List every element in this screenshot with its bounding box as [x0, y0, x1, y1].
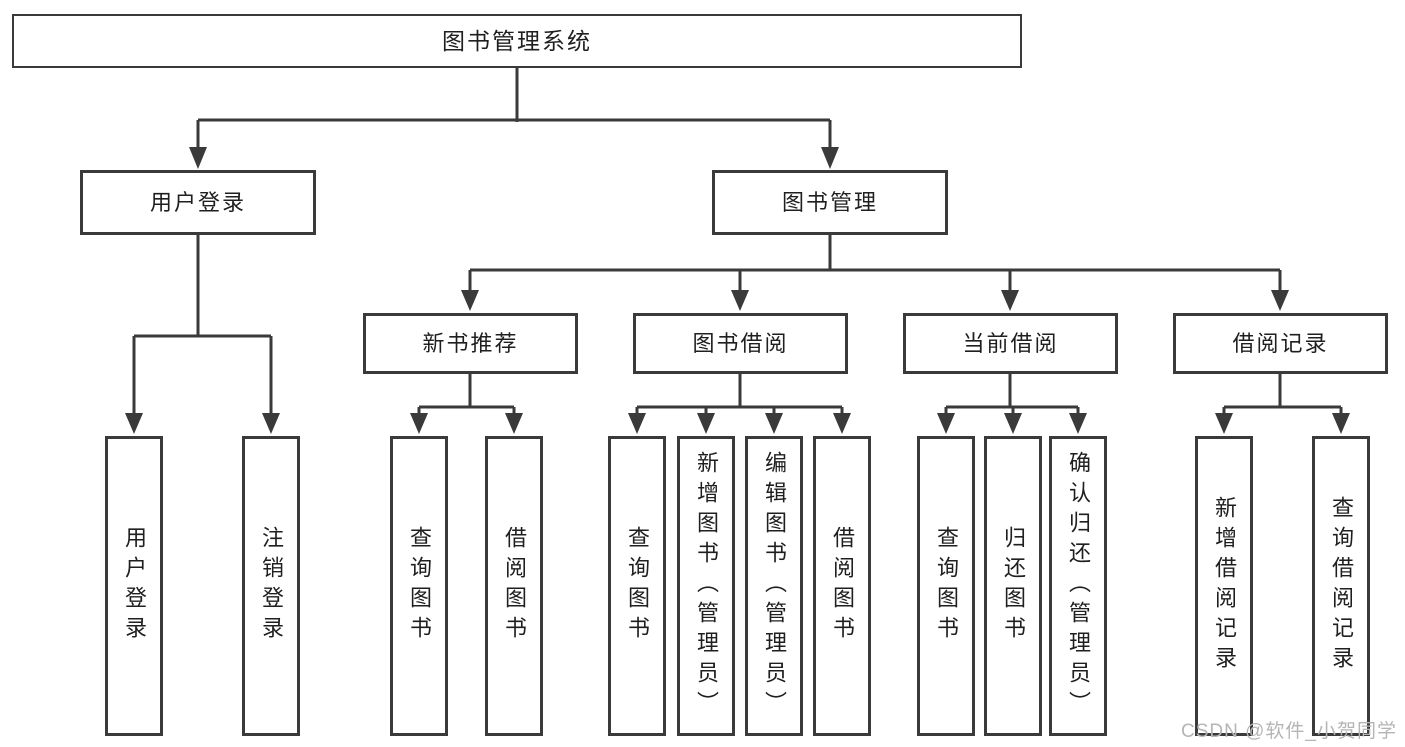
- leaf-confirm-return-admin: 确认归还（管理员）: [1049, 436, 1107, 736]
- leaf-user-login: 用户登录: [105, 436, 163, 736]
- leaf-return-books: 归还图书: [984, 436, 1042, 736]
- node-new-book-recommendation: 新书推荐: [363, 313, 578, 374]
- node-current-borrowing: 当前借阅: [903, 313, 1118, 374]
- leaf-add-books-admin: 新增图书（管理员）: [677, 436, 735, 736]
- leaf-borrow-books-borrowing: 借阅图书: [813, 436, 871, 736]
- leaf-query-books-recommend: 查询图书: [390, 436, 448, 736]
- leaf-query-books-borrowing: 查询图书: [608, 436, 666, 736]
- leaf-borrow-books-recommend: 借阅图书: [485, 436, 543, 736]
- node-book-borrowing: 图书借阅: [633, 313, 848, 374]
- leaf-logout-login: 注销登录: [242, 436, 300, 736]
- node-borrowing-records: 借阅记录: [1173, 313, 1388, 374]
- leaf-query-borrow-record: 查询借阅记录: [1312, 436, 1370, 736]
- node-book-management-branch: 图书管理: [712, 170, 948, 235]
- node-user-login-branch: 用户登录: [80, 170, 316, 235]
- leaf-query-books-current: 查询图书: [917, 436, 975, 736]
- csdn-watermark: CSDN @软件_小贺同学: [1181, 721, 1397, 742]
- leaf-edit-books-admin: 编辑图书（管理员）: [745, 436, 803, 736]
- node-library-management-system: 图书管理系统: [12, 14, 1022, 68]
- leaf-add-borrow-record: 新增借阅记录: [1195, 436, 1253, 736]
